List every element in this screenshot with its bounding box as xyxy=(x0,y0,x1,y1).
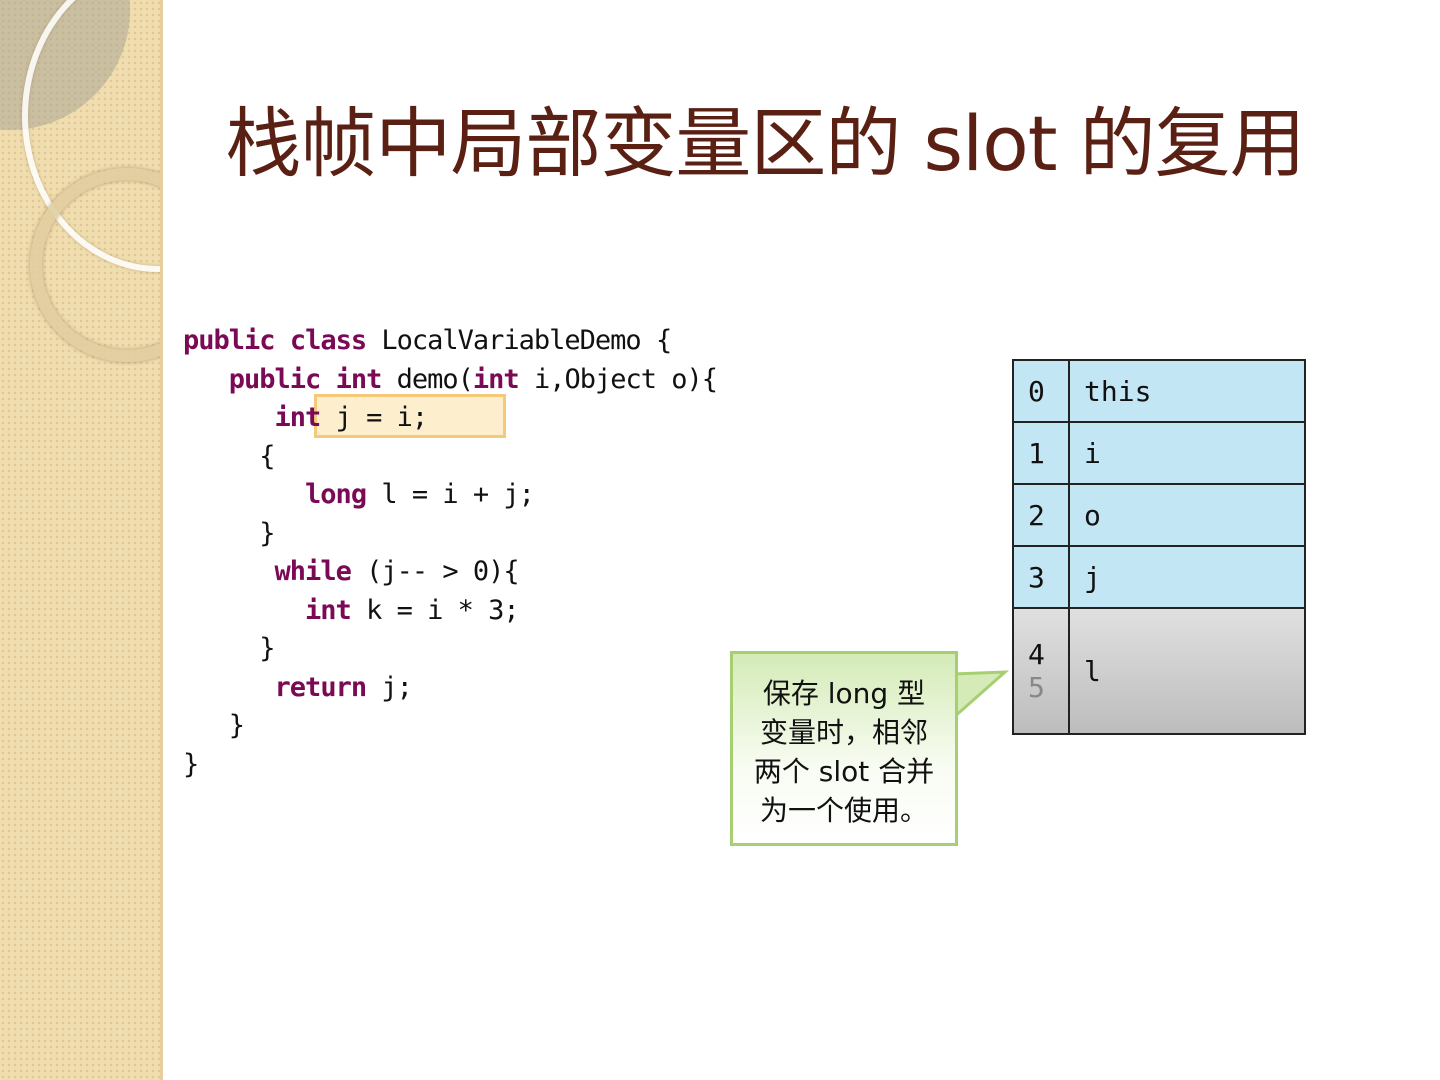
code-keyword: return xyxy=(275,672,367,703)
code-text xyxy=(320,364,335,395)
code-line: } xyxy=(183,630,717,669)
slot-row: 2 o xyxy=(1013,484,1305,546)
code-line: } xyxy=(183,515,717,554)
slot-variable: j xyxy=(1069,546,1305,608)
code-line: public class LocalVariableDemo { xyxy=(183,322,717,361)
code-line: int j = i; xyxy=(183,399,717,438)
slot-index: 1 xyxy=(1013,422,1069,484)
code-block: public class LocalVariableDemo { public … xyxy=(183,322,717,784)
code-text xyxy=(275,325,290,356)
code-text xyxy=(183,672,275,703)
code-keyword: public xyxy=(229,364,321,395)
code-text: j = i; xyxy=(320,402,427,433)
code-text xyxy=(183,595,305,626)
callout-note: 保存 long 型 变量时，相邻 两个 slot 合并 为一个使用。 xyxy=(730,651,958,846)
code-keyword: int xyxy=(275,402,321,433)
code-keyword: int xyxy=(473,364,519,395)
slot-index-first: 4 xyxy=(1028,638,1054,671)
code-text xyxy=(183,402,275,433)
slot-index: 3 xyxy=(1013,546,1069,608)
code-line: while (j-- > 0){ xyxy=(183,553,717,592)
code-text: } xyxy=(183,749,198,780)
callout-line: 为一个使用。 xyxy=(733,791,955,830)
slot-variable: l xyxy=(1069,608,1305,734)
code-text: i,Object o){ xyxy=(519,364,717,395)
code-line: long l = i + j; xyxy=(183,476,717,515)
slot-row-merged: 4 5 l xyxy=(1013,608,1305,734)
code-text: { xyxy=(183,441,275,472)
slot-index-merged: 4 5 xyxy=(1013,608,1069,734)
local-variable-slot-table: 0 this 1 i 2 o 3 j 4 5 l xyxy=(1012,359,1306,735)
code-line: } xyxy=(183,746,717,785)
code-line: { xyxy=(183,438,717,477)
callout-line: 两个 slot 合并 xyxy=(733,752,955,791)
code-line: public int demo(int i,Object o){ xyxy=(183,361,717,400)
code-keyword: long xyxy=(305,479,366,510)
slide-title: 栈帧中局部变量区的 slot 的复用 xyxy=(190,82,1340,192)
slot-variable: this xyxy=(1069,360,1305,422)
slot-row: 3 j xyxy=(1013,546,1305,608)
code-text: l = i + j; xyxy=(366,479,534,510)
slot-variable: o xyxy=(1069,484,1305,546)
slot-row: 0 this xyxy=(1013,360,1305,422)
code-keyword: class xyxy=(290,325,366,356)
code-text: demo( xyxy=(381,364,473,395)
slot-index: 2 xyxy=(1013,484,1069,546)
callout-pointer xyxy=(953,670,1013,740)
slot-variable: i xyxy=(1069,422,1305,484)
code-text xyxy=(183,479,305,510)
code-line: return j; xyxy=(183,669,717,708)
code-text: k = i * 3; xyxy=(351,595,519,626)
code-keyword: public xyxy=(183,325,275,356)
code-text xyxy=(183,364,229,395)
callout-line: 变量时，相邻 xyxy=(733,713,955,752)
slot-index: 0 xyxy=(1013,360,1069,422)
slot-row: 1 i xyxy=(1013,422,1305,484)
code-keyword: int xyxy=(305,595,351,626)
decorative-side-strip xyxy=(0,0,163,1080)
code-text: } xyxy=(183,518,275,549)
code-text: } xyxy=(183,633,275,664)
code-text: j; xyxy=(366,672,412,703)
slot-index-second: 5 xyxy=(1028,671,1054,704)
code-keyword: while xyxy=(275,556,351,587)
code-line: } xyxy=(183,707,717,746)
code-text: (j-- > 0){ xyxy=(351,556,519,587)
callout-line: 保存 long 型 xyxy=(733,674,955,713)
code-text xyxy=(183,556,275,587)
code-line: int k = i * 3; xyxy=(183,592,717,631)
code-text: LocalVariableDemo { xyxy=(366,325,671,356)
code-text: } xyxy=(183,710,244,741)
code-keyword: int xyxy=(336,364,382,395)
